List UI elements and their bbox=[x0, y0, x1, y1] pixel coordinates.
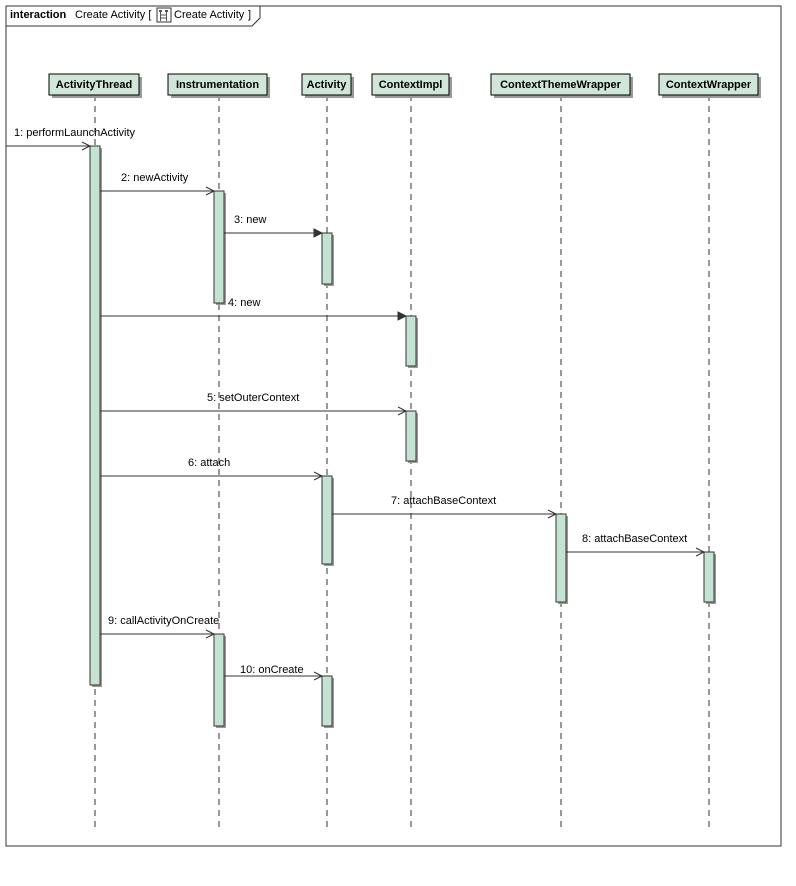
message-8[interactable]: 8: attachBaseContext bbox=[566, 533, 706, 557]
frame-title-tab bbox=[6, 6, 261, 27]
open-arrow-head bbox=[547, 509, 558, 519]
message-label: 1: performLaunchActivity bbox=[14, 127, 136, 139]
message-label: 2: newActivity bbox=[121, 172, 189, 184]
open-arrow-head bbox=[695, 547, 706, 557]
open-arrow-head bbox=[81, 141, 92, 151]
activation-bar-Activity bbox=[321, 232, 333, 285]
lifeline-head-box[interactable] bbox=[301, 73, 352, 96]
lifeline-label: Activity bbox=[307, 79, 348, 91]
filled-arrow-head bbox=[397, 311, 408, 321]
lifeline-head-box[interactable] bbox=[167, 73, 268, 96]
activation-bar-Instrumentation bbox=[213, 633, 225, 727]
activation-bar-ActivityThread bbox=[89, 145, 101, 686]
activation-bar-Instrumentation bbox=[213, 190, 225, 304]
lifeline-label: ActivityThread bbox=[56, 79, 132, 91]
message-3[interactable]: 3: new bbox=[224, 214, 324, 238]
frame-title-open: Create Activity [ bbox=[75, 9, 151, 21]
messages-group: 1: performLaunchActivity 2: newActivity 3:… bbox=[6, 127, 706, 681]
lifelines-group: ActivityThread Instrumentation Activity Con… bbox=[48, 73, 761, 828]
lifeline-head-box[interactable] bbox=[490, 73, 631, 96]
message-label: 6: attach bbox=[188, 457, 230, 469]
lifeline-ContextThemeWrapper: ContextThemeWrapper bbox=[490, 73, 633, 828]
message-2[interactable]: 2: newActivity bbox=[100, 172, 216, 196]
activation-bar-ContextWrapper bbox=[703, 551, 715, 603]
lifeline-label: ContextImpl bbox=[379, 79, 443, 91]
interaction-frame bbox=[5, 5, 782, 847]
activation-bar-Activity bbox=[321, 675, 333, 727]
lifeline-label: ContextThemeWrapper bbox=[500, 79, 622, 91]
lifeline-head-box[interactable] bbox=[48, 73, 140, 96]
message-label: 5: setOuterContext bbox=[207, 392, 299, 404]
open-arrow-head bbox=[313, 671, 324, 681]
lifeline-label: ContextWrapper bbox=[666, 79, 752, 91]
message-label: 10: onCreate bbox=[240, 664, 304, 676]
open-arrow-head bbox=[205, 186, 216, 196]
lifeline-ContextImpl: ContextImpl bbox=[371, 73, 452, 828]
message-label: 8: attachBaseContext bbox=[582, 533, 687, 545]
message-9[interactable]: 9: callActivityOnCreate bbox=[100, 615, 219, 639]
frame-kind-label: interaction bbox=[10, 9, 67, 21]
message-label: 7: attachBaseContext bbox=[391, 495, 496, 507]
activation-bar-ContextImpl bbox=[405, 315, 417, 367]
activation-bar-Activity bbox=[321, 475, 333, 565]
message-6[interactable]: 6: attach bbox=[100, 457, 324, 481]
open-arrow-head bbox=[205, 629, 216, 639]
message-5[interactable]: 5: setOuterContext bbox=[100, 392, 408, 416]
activations-group bbox=[89, 145, 716, 728]
sequence-diagram-icon bbox=[156, 7, 172, 23]
lifeline-head-box[interactable] bbox=[658, 73, 759, 96]
message-4[interactable]: 4: new bbox=[100, 297, 408, 321]
lifeline-ContextWrapper: ContextWrapper bbox=[658, 73, 761, 828]
lifeline-head-box[interactable] bbox=[371, 73, 450, 96]
open-arrow-head bbox=[397, 406, 408, 416]
message-label: 4: new bbox=[228, 297, 260, 309]
activation-bar-ContextImpl bbox=[405, 410, 417, 462]
message-label: 9: callActivityOnCreate bbox=[108, 615, 219, 627]
lifeline-label: Instrumentation bbox=[176, 79, 259, 91]
message-10[interactable]: 10: onCreate bbox=[224, 664, 324, 681]
open-arrow-head bbox=[313, 471, 324, 481]
frame-title-close: ] bbox=[248, 9, 251, 21]
activation-bar-ContextThemeWrapper bbox=[555, 513, 567, 603]
message-7[interactable]: 7: attachBaseContext bbox=[332, 495, 558, 519]
message-1[interactable]: 1: performLaunchActivity bbox=[6, 127, 136, 151]
filled-arrow-head bbox=[313, 228, 324, 238]
frame-ref-name: Create Activity bbox=[174, 9, 245, 21]
message-label: 3: new bbox=[234, 214, 266, 226]
